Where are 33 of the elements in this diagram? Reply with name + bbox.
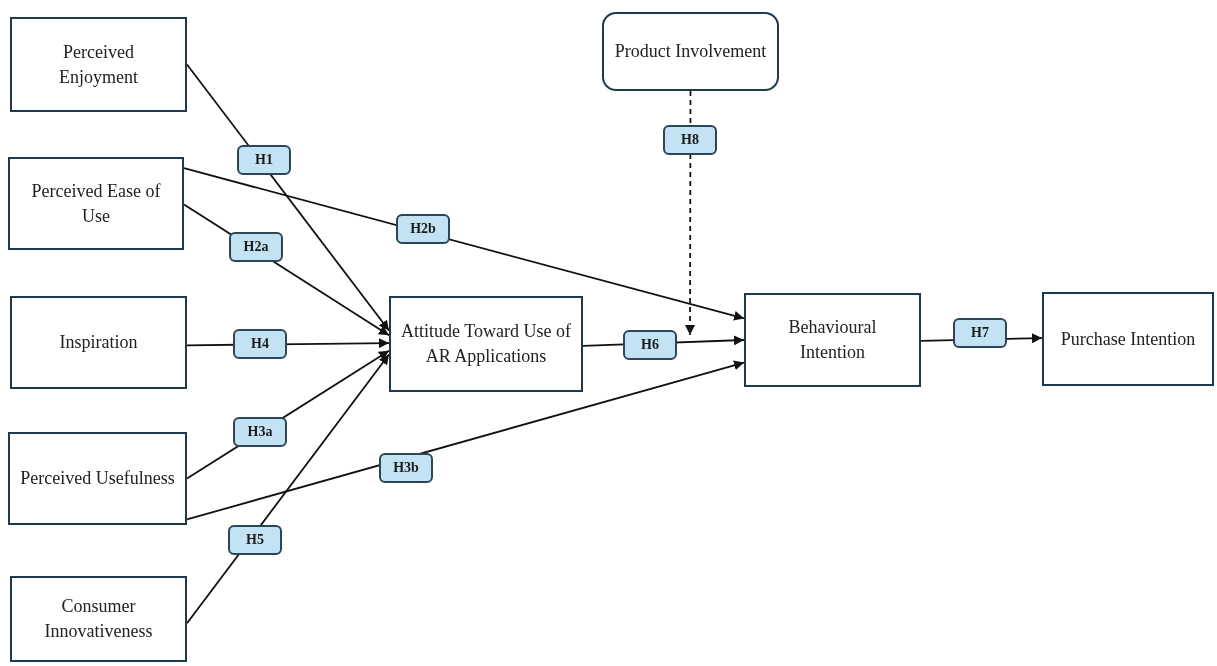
construct-box bbox=[8, 432, 187, 525]
node-label: Perceived Enjoyment bbox=[58, 40, 139, 89]
arrow bbox=[186, 360, 745, 521]
node-label: Purchase Intention bbox=[1060, 327, 1196, 351]
construct-box bbox=[8, 157, 184, 250]
node-label: Perceived Ease of Use bbox=[30, 179, 162, 228]
rounded-box bbox=[602, 12, 779, 91]
hypothesis-label: H3b bbox=[379, 453, 433, 483]
construct-box bbox=[744, 293, 921, 387]
hypothesis-label: H6 bbox=[623, 330, 677, 360]
hypothesis-label: H8 bbox=[663, 125, 717, 155]
hypothesis-label: H4 bbox=[233, 329, 287, 359]
hypothesis-label: H5 bbox=[228, 525, 282, 555]
hypothesis-label: H7 bbox=[953, 318, 1007, 348]
construct-box bbox=[10, 17, 187, 112]
construct-box bbox=[1042, 292, 1214, 386]
construct-box bbox=[10, 576, 187, 662]
node-label: Product Involvement bbox=[614, 40, 767, 63]
arrow bbox=[183, 167, 745, 321]
construct-box bbox=[10, 296, 187, 389]
node-label: Perceived Usefulness bbox=[20, 467, 175, 490]
node-label: Behavioural Intention bbox=[787, 316, 878, 364]
dashed-arrow bbox=[685, 90, 695, 336]
arrow bbox=[186, 353, 390, 625]
hypothesis-label: H3a bbox=[233, 417, 287, 447]
construct-box bbox=[389, 296, 583, 392]
hypothesis-label: H2a bbox=[229, 232, 283, 262]
arrow bbox=[186, 63, 390, 332]
node-label: Inspiration bbox=[59, 331, 138, 354]
hypothesis-label: H2b bbox=[396, 214, 450, 244]
node-label: Consumer Innovativeness bbox=[43, 595, 154, 643]
hypothesis-label: H1 bbox=[237, 145, 291, 175]
node-label: Attitude Toward Use of AR Applications bbox=[401, 320, 571, 368]
